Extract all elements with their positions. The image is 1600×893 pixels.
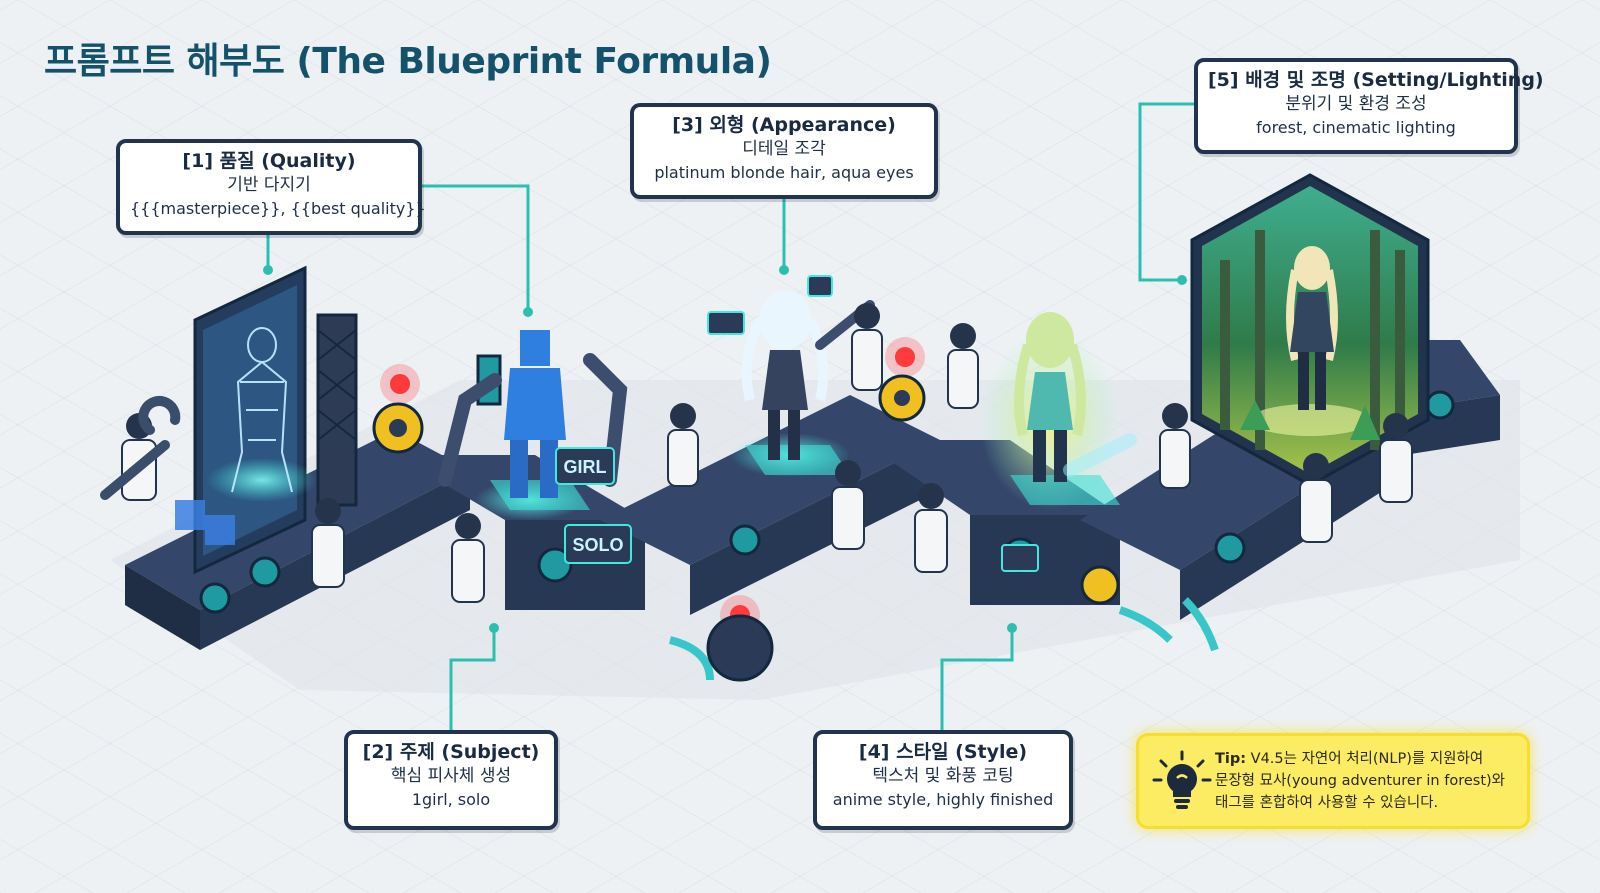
step-title: [1] 품질 (Quality) xyxy=(182,150,356,172)
tip-callout: Tip: V4.5는 자연어 처리(NLP)를 지원하여 문장형 묘사(youn… xyxy=(1136,733,1530,829)
tip-line-1: V4.5는 자연어 처리(NLP)를 지원하여 xyxy=(1250,751,1484,767)
step-tags: {{{masterpiece}}, {{best quality}} xyxy=(130,199,426,218)
connector-dots xyxy=(263,265,1187,633)
step-quality-box: [1] 품질 (Quality) 기반 다지기 {{{masterpiece}}… xyxy=(116,139,426,235)
step-appearance-box: [3] 외형 (Appearance) 디테일 조각 platinum blon… xyxy=(630,103,938,199)
style-station xyxy=(980,312,1137,605)
step-setting-box: [5] 배경 및 조명 (Setting/Lighting) 분위기 및 환경 … xyxy=(1194,58,1544,154)
subject-station: GIRL SOLO xyxy=(438,330,774,682)
step-subtitle: 분위기 및 환경 조성 xyxy=(1285,94,1427,114)
tip-line-2: 문장형 묘사(young adventurer in forest)와 xyxy=(1215,773,1506,789)
step-subject-box: [2] 주제 (Subject) 핵심 피사체 생성 1girl, solo xyxy=(344,730,558,830)
girl-sign: GIRL xyxy=(564,457,607,477)
step-style-box: [4] 스타일 (Style) 텍스처 및 화풍 코팅 anime style,… xyxy=(813,730,1073,830)
forest-frame xyxy=(1190,173,1430,487)
step-tags: anime style, highly finished xyxy=(832,790,1054,809)
step-title: [2] 주제 (Subject) xyxy=(362,741,540,763)
step-subtitle: 기반 다지기 xyxy=(227,175,311,195)
lightbulb-icon xyxy=(1152,750,1212,809)
step-subtitle: 텍스처 및 화풍 코팅 xyxy=(872,766,1014,786)
step-tags: platinum blonde hair, aqua eyes xyxy=(654,163,914,182)
step-title: [3] 외형 (Appearance) xyxy=(672,114,896,136)
step-subtitle: 핵심 피사체 생성 xyxy=(390,766,512,786)
step-tags: 1girl, solo xyxy=(411,790,491,809)
tip-label: Tip: xyxy=(1215,751,1247,767)
step-title: [4] 스타일 (Style) xyxy=(858,741,1028,763)
step-tags: forest, cinematic lighting xyxy=(1256,118,1456,137)
tip-line-3: 태그를 혼합하여 사용할 수 있습니다. xyxy=(1215,795,1439,811)
solo-sign: SOLO xyxy=(572,535,623,555)
step-subtitle: 디테일 조각 xyxy=(742,139,826,159)
tip-text: Tip: V4.5는 자연어 처리(NLP)를 지원하여 문장형 묘사(youn… xyxy=(1215,748,1513,814)
wireframe-station xyxy=(175,265,424,575)
connector-lines xyxy=(266,102,1194,730)
page-title: 프롬프트 해부도 (The Blueprint Formula) xyxy=(44,41,772,82)
workers xyxy=(100,303,1413,603)
appearance-station xyxy=(707,275,926,477)
step-title: [5] 배경 및 조명 (Setting/Lighting) xyxy=(1208,69,1544,91)
